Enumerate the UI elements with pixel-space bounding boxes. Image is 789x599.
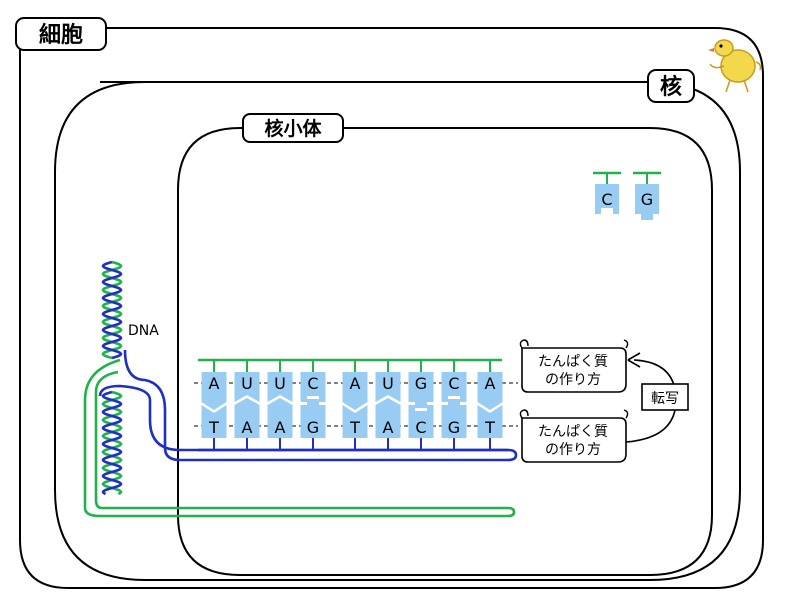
dna-base-letter: A	[275, 418, 286, 437]
rna-base-shape	[477, 372, 503, 410]
base-pair-group: A U U C A U G C A T A A G T A C G T	[201, 360, 503, 450]
rna-base-letter: C	[448, 374, 459, 393]
helix-strand-blue	[101, 260, 123, 360]
rna-base-shape	[300, 372, 326, 402]
cell-label: 細胞	[39, 22, 83, 48]
dna-base-shape	[375, 398, 401, 438]
rna-base-shape	[441, 372, 467, 402]
dna-base-letter: T	[349, 418, 360, 437]
rna-base-letter: U	[274, 374, 286, 393]
cell-label-tag: 細胞	[15, 17, 107, 51]
dna-base-letter: A	[242, 418, 253, 437]
cell-boundary	[19, 27, 764, 589]
rna-base-letter: U	[241, 374, 253, 393]
rna-base-shape	[342, 372, 368, 410]
mascot-icon	[708, 39, 762, 93]
nucleolus-label: 核小体	[264, 117, 322, 140]
rna-base-shape	[375, 372, 401, 402]
rna-base-letter: A	[209, 374, 220, 393]
blue-dna-loop	[98, 349, 518, 462]
dna-base-shape	[477, 405, 503, 438]
rna-base-letter: A	[350, 374, 361, 393]
nucleolus-boundary	[177, 127, 713, 576]
arrow-head-icon	[627, 352, 641, 368]
dna-base-shape	[267, 398, 293, 438]
dna-base-letter: T	[208, 418, 219, 437]
scroll-bottom-line2: の作り方	[545, 442, 601, 458]
free-nucleotide-letter: G	[641, 190, 653, 209]
rna-base-letter: U	[382, 374, 394, 393]
dna-base-shape	[342, 405, 368, 438]
dna-base-letter: T	[484, 418, 495, 437]
scroll-top: たんぱく質 の作り方	[519, 339, 629, 393]
free-nucleotide-letter: C	[601, 190, 612, 209]
dna-base-shape	[234, 398, 260, 438]
rna-base-shape	[201, 372, 227, 410]
dna-label: DNA	[128, 323, 159, 339]
helix-strand-blue	[101, 390, 123, 496]
dna-base-shape	[441, 399, 467, 438]
transcription-label-box: 転写	[641, 383, 689, 411]
nucleus-boundary	[54, 81, 741, 581]
helix-strand-green	[101, 390, 123, 496]
dna-base-shape	[408, 405, 434, 438]
scroll-bottom: たんぱく質 の作り方	[519, 409, 629, 463]
dna-base-letter: A	[383, 418, 394, 437]
green-dna-loop	[83, 358, 516, 518]
scroll-bottom-line1: たんぱく質	[538, 424, 608, 440]
nucleus-label-tag: 核	[647, 69, 695, 103]
rna-base-shape	[234, 372, 260, 402]
nucleolus-label-tag: 核小体	[242, 113, 344, 143]
dna-base-letter: G	[307, 418, 319, 437]
rna-base-letter: G	[415, 374, 427, 393]
rna-base-letter: A	[485, 374, 496, 393]
dna-base-shape	[201, 405, 227, 438]
dna-base-shape	[300, 399, 326, 438]
scroll-top-line1: たんぱく質	[538, 354, 608, 370]
free-nucleotide-shape	[635, 184, 659, 220]
scroll-top-line2: の作り方	[545, 372, 601, 388]
rna-base-letter: C	[307, 374, 318, 393]
dna-base-letter: C	[415, 418, 426, 437]
dna-base-letter: G	[448, 418, 460, 437]
rna-base-shape	[408, 372, 434, 408]
free-nucleotide-shape	[595, 184, 619, 214]
nucleus-label: 核	[660, 74, 682, 100]
dna-double-helix	[101, 260, 123, 496]
transcription-label: 転写	[651, 391, 679, 407]
rna-base-shape	[267, 372, 293, 402]
